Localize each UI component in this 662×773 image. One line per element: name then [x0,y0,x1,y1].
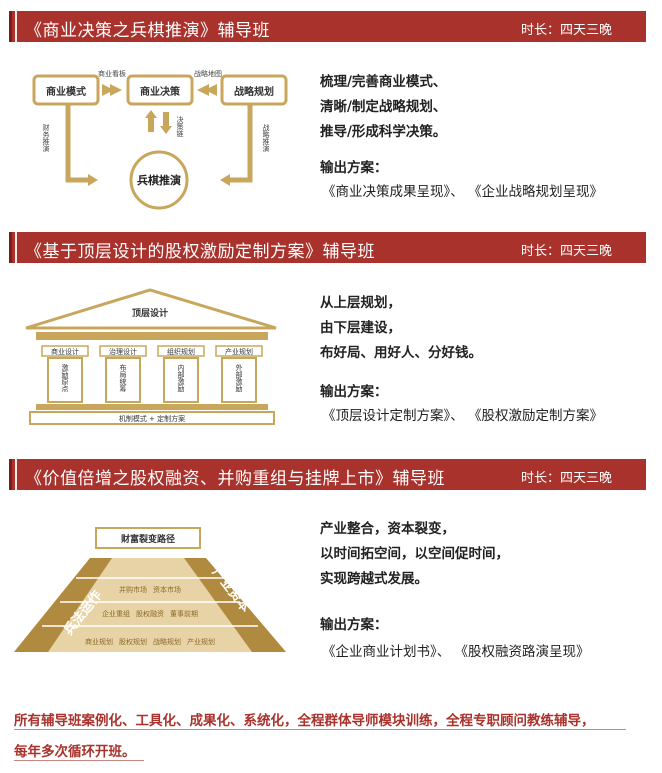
footer-rule-2 [14,760,144,761]
base-label: 机制模式 + 定制方案 [119,414,185,423]
section-1-banner: 《商业决策之兵棋推演》辅导班 时长：四天三晚 [9,11,650,42]
section-3-output: 《企业商业计划书》、 《股权融资路演呈现》 [322,644,590,660]
box-strategy-plan-label: 战略规划 [234,85,274,98]
section-1-title: 《商业决策之兵棋推演》辅导班 [25,21,270,41]
box-business-decision-label: 商业决策 [140,85,181,98]
section-3-point-1: 产业整合，资本裂变， [320,521,455,537]
column-2: 治理设计 布局统筹 [99,345,147,403]
box-business-model [32,74,100,106]
section-2-title: 《基于顶层设计的股权激励定制方案》辅导班 [25,242,375,262]
label-decision-chain: 决策链 [176,115,184,138]
column-4-head: 产业规划 [225,347,253,356]
box-strategy-plan [220,74,288,106]
label-strategy-map: 战略地图 [194,69,222,78]
section-2-banner: 《基于顶层设计的股权激励定制方案》辅导班 时长：四天三晚 [9,232,650,263]
circle-wargame [129,150,189,210]
box-business-decision [126,74,194,106]
section-1-point-2: 清晰/制定战略规划、 [320,99,447,115]
column-3-body: 内部激励 [177,363,185,393]
row-2-label: 企业重组股权融资董事前期 [102,609,198,618]
section-3-title: 《价值倍增之股权融资、并购重组与挂牌上市》辅导班 [25,469,445,489]
roof [25,288,277,330]
column-2-head: 治理设计 [109,347,137,356]
column-1-body: 激励原点 [61,363,69,393]
section-3-point-3: 实现跨越式发展。 [320,571,428,587]
row-3-label: 商业规划股权规划战略规划产业规划 [85,637,215,646]
section-1-output: 《商业决策成果呈现》、 《企业战略规划呈现》 [322,184,604,200]
section-2-point-2: 由下层建设， [320,320,401,336]
base [29,411,275,425]
roof-label: 顶层设计 [132,307,168,319]
section-1-output-label: 输出方案： [320,160,388,176]
column-3: 组织规划 内部激励 [157,345,205,403]
section-3-banner: 《价值倍增之股权融资、并购重组与挂牌上市》辅导班 时长：四天三晚 [9,459,650,490]
column-1-head: 商业设计 [51,347,79,356]
section-3-duration: 时长：四天三晚 [520,471,612,486]
label-dashboard: 商业看板 [98,69,126,78]
wargame-diagram: 商业模式 商业决策 战略规划 商业看板 战略地图 财务推演 战略推演 决策链 兵… [32,69,288,210]
section-2-duration: 时长：四天三晚 [520,244,612,259]
section-1-point-3: 推导/形成科学决策。 [320,124,447,140]
section-2-output: 《顶层设计定制方案》、 《股权激励定制方案》 [322,408,604,424]
section-3-point-2: 以时间拓空间，以空间促时间， [320,546,509,562]
section-3-output-label: 输出方案： [320,617,388,633]
section-2-point-3: 布好局、用好人、分好钱。 [320,345,482,361]
column-1: 商业设计 激励原点 [41,345,89,403]
top-box-label: 财富裂变路径 [120,533,175,545]
section-2-point-1: 从上层规划， [320,295,401,311]
footer-line-1: 所有辅导班案例化、工具化、成果化、系统化，全程群体导师模块训练，全程专职顾问教练… [14,713,595,729]
section-2-output-label: 输出方案： [320,384,388,400]
section-1-point-1: 梳理/完善商业模式、 [320,74,447,90]
wealth-path-diagram: 财富裂变路径 兵法运作 产业资本 并购市场资本市场 企业重组股权融资董事前期 商… [14,527,286,652]
circle-wargame-label: 兵棋推演 [137,173,181,187]
box-business-model-label: 商业模式 [46,85,86,98]
column-3-head: 组织规划 [167,347,195,356]
label-finance: 财务推演 [42,123,50,153]
column-4-body: 外部激励 [235,363,243,393]
column-4: 产业规划 外部激励 [215,345,263,403]
column-2-body: 布局统筹 [119,363,127,392]
top-box [95,527,201,549]
label-strategy-deduce: 战略推演 [262,123,270,153]
footer-rule-1 [14,729,626,730]
footer-line-2: 每年多次循环开班。 [14,744,136,760]
row-1-label: 并购市场资本市场 [119,585,181,594]
section-1-duration: 时长：四天三晚 [520,23,612,38]
top-design-diagram: 顶层设计 商业设计 激励原点 治理设计 布局统筹 组织规划 内部激励 产业规划 … [25,288,277,425]
